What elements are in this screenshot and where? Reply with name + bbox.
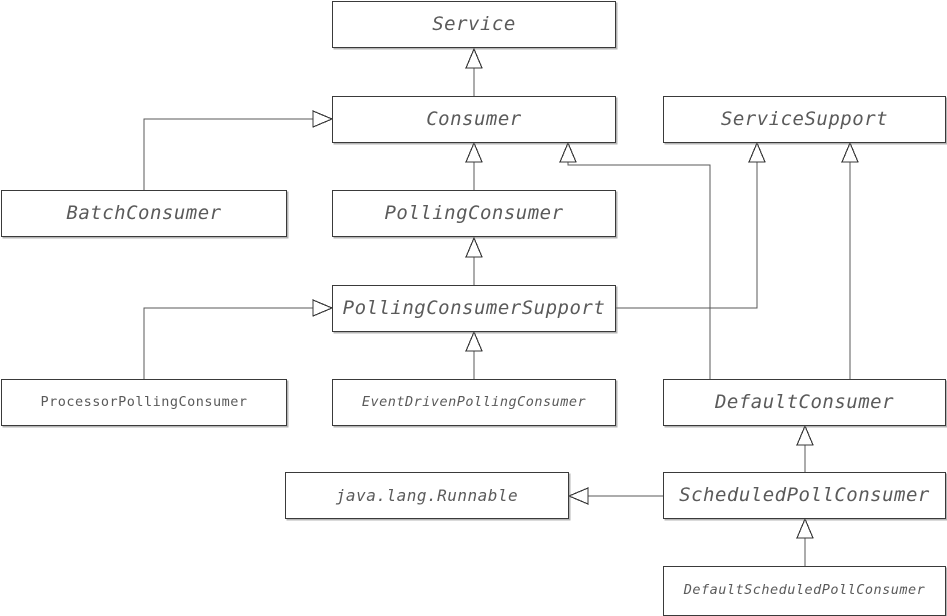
class-box-polling-consumer[interactable]: PollingConsumer (332, 190, 616, 237)
edge-defaultconsumer-extends-consumer (559, 141, 711, 379)
class-label-polling-consumer-support: PollingConsumerSupport (342, 297, 606, 319)
edge-batchconsumer-extends-consumer (143, 110, 334, 190)
class-box-consumer[interactable]: Consumer (332, 96, 616, 143)
class-label-service: Service (432, 13, 516, 35)
class-label-batch-consumer: BatchConsumer (66, 202, 222, 224)
class-box-service[interactable]: Service (332, 1, 616, 48)
edge-pcs-extends-servicesupport (616, 141, 766, 309)
class-label-consumer: Consumer (426, 108, 522, 130)
class-label-java-lang-runnable: java.lang.Runnable (335, 485, 519, 505)
class-label-service-support: ServiceSupport (720, 108, 889, 130)
class-label-event-driven-polling-consumer: EventDrivenPollingConsumer (361, 393, 587, 410)
edge-ppc-extends-pcs (143, 299, 334, 379)
class-box-processor-polling-consumer[interactable]: ProcessorPollingConsumer (1, 379, 287, 426)
class-box-default-scheduled-poll-consumer[interactable]: DefaultScheduledPollConsumer (663, 566, 946, 616)
class-box-scheduled-poll-consumer[interactable]: ScheduledPollConsumer (663, 472, 946, 519)
class-box-batch-consumer[interactable]: BatchConsumer (1, 190, 287, 237)
class-box-event-driven-polling-consumer[interactable]: EventDrivenPollingConsumer (332, 379, 616, 426)
class-label-scheduled-poll-consumer: ScheduledPollConsumer (679, 484, 930, 506)
edge-spc-extends-defaultconsumer (796, 424, 814, 472)
class-box-polling-consumer-support[interactable]: PollingConsumerSupport (332, 285, 616, 332)
edge-consumer-extends-service (465, 47, 483, 96)
class-box-java-lang-runnable[interactable]: java.lang.Runnable (285, 472, 569, 519)
edge-pollingconsumer-extends-consumer (465, 141, 483, 190)
edge-spc-implements-runnable (567, 487, 663, 505)
class-box-service-support[interactable]: ServiceSupport (663, 96, 946, 143)
class-label-processor-polling-consumer: ProcessorPollingConsumer (40, 393, 248, 410)
class-box-default-consumer[interactable]: DefaultConsumer (663, 379, 946, 426)
edge-defaultconsumer-extends-servicesupport (841, 141, 859, 379)
edge-edpc-extends-pcs (465, 330, 483, 379)
edge-pcs-extends-pollingconsumer (465, 236, 483, 285)
edge-dspc-extends-spc (796, 517, 814, 566)
class-label-polling-consumer: PollingConsumer (384, 202, 564, 224)
class-label-default-consumer: DefaultConsumer (714, 391, 895, 413)
class-label-default-scheduled-poll-consumer: DefaultScheduledPollConsumer (683, 582, 926, 599)
